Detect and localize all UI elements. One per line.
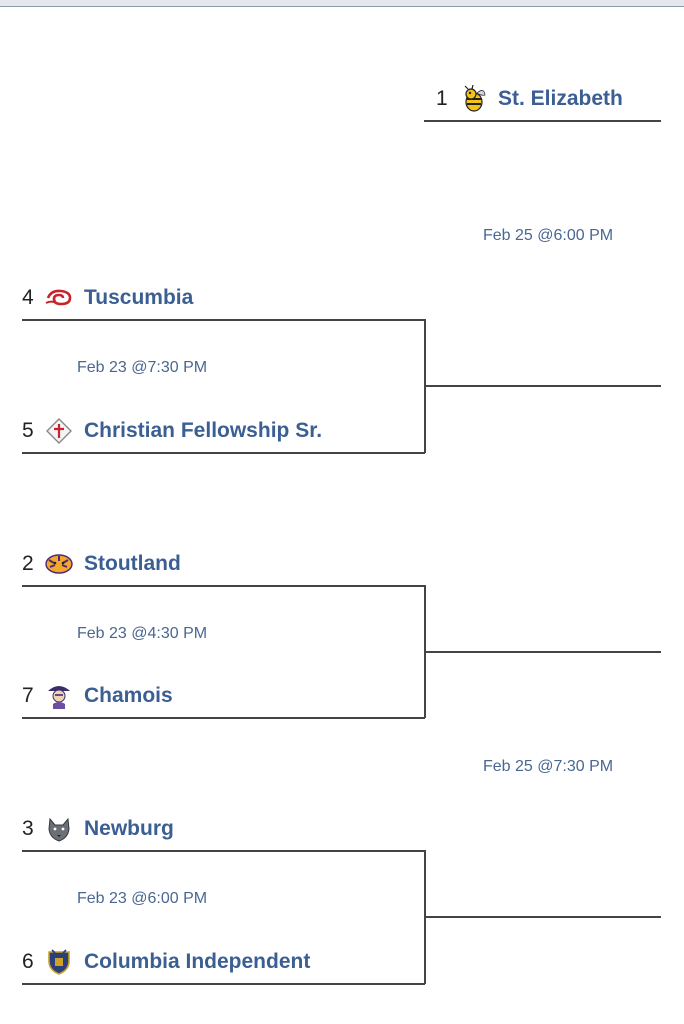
bracket-line [424, 916, 661, 918]
tiger-icon [44, 549, 74, 579]
seed-number: 4 [22, 286, 34, 309]
team-st-elizabeth[interactable]: 1 St. Elizabeth [436, 84, 623, 114]
team-columbia-independent[interactable]: 6 Columbia Independent [22, 947, 310, 977]
team-name: Newburg [84, 817, 174, 840]
team-name: Columbia Independent [84, 950, 311, 973]
seed-number: 2 [22, 552, 34, 575]
team-tuscumbia[interactable]: 4 Tuscumbia [22, 283, 193, 313]
game-date: Feb 23 @6:00 PM [77, 890, 208, 907]
bracket-line [424, 385, 661, 387]
seed-number: 7 [22, 684, 34, 707]
tornado-icon [44, 283, 74, 313]
crest-icon [44, 947, 74, 977]
seed-number: 6 [22, 950, 34, 973]
bracket-line [424, 651, 661, 653]
bye-line [424, 120, 661, 122]
diamond-cross-icon [44, 416, 74, 446]
hornet-icon [458, 84, 488, 114]
team-chamois[interactable]: 7 Chamois [22, 681, 173, 711]
team-christian-fellowship[interactable]: 5 Christian Fellowship Sr. [22, 416, 322, 446]
seed-number: 3 [22, 817, 34, 840]
team-name: St. Elizabeth [498, 87, 623, 110]
team-newburg[interactable]: 3 Newburg [22, 814, 174, 844]
semifinal-date: Feb 25 @6:00 PM [483, 227, 614, 244]
team-name: Chamois [84, 684, 173, 707]
bracket-line [22, 585, 425, 587]
bracket-line [22, 850, 425, 852]
team-stoutland[interactable]: 2 Stoutland [22, 549, 181, 579]
team-name: Tuscumbia [84, 286, 194, 309]
wolf-icon [44, 814, 74, 844]
seed-number: 5 [22, 419, 34, 442]
bracket-line [22, 717, 425, 719]
bracket-line [22, 319, 425, 321]
game-date: Feb 23 @7:30 PM [77, 359, 208, 376]
semifinal-date: Feb 25 @7:30 PM [483, 758, 614, 775]
top-bar [0, 0, 684, 7]
seed-number: 1 [436, 87, 448, 110]
team-name: Christian Fellowship Sr. [84, 419, 323, 442]
bracket-line [22, 452, 425, 454]
bracket-line [22, 983, 425, 985]
pirate-icon [44, 681, 74, 711]
game-date: Feb 23 @4:30 PM [77, 625, 208, 642]
team-name: Stoutland [84, 552, 181, 575]
